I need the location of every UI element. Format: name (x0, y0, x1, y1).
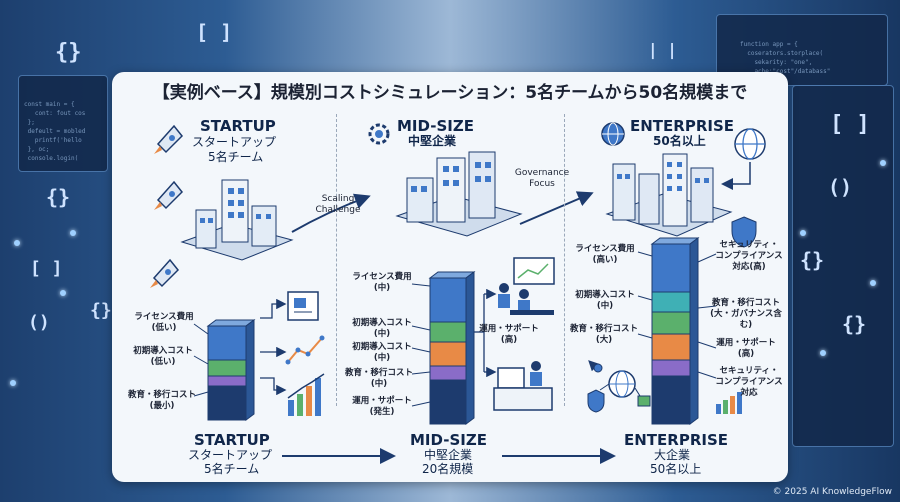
enterprise-label-license: ライセンス費用 (高い) (575, 244, 635, 265)
startup-heading: STARTUP (200, 117, 276, 135)
paren-icon: () (28, 312, 50, 333)
rocket-icon (154, 180, 184, 210)
startup-buildings-icon (180, 179, 294, 261)
midsize-label-support: 運用・サポート (発生) (352, 396, 412, 417)
network-node (10, 380, 16, 386)
globe-icon (601, 122, 625, 146)
enterprise-label-initial: 初期導入コスト (中) (575, 290, 635, 311)
network-node (14, 240, 20, 246)
network-node (800, 230, 806, 236)
midsize-buildings-icon (395, 151, 523, 237)
globe-icon (734, 128, 766, 160)
startup-label-initial: 初期導入コスト (低い) (133, 346, 193, 367)
shield-icon (731, 216, 757, 248)
enterprise-cost-stack (650, 237, 700, 425)
code-panel-right (792, 85, 894, 447)
midsize-label-initial-2: 初期導入コスト (中) (352, 342, 412, 363)
midsize-label-license: ライセンス費用 (中) (352, 272, 412, 293)
rocket-icon (154, 124, 184, 154)
gear-icon (368, 123, 390, 145)
bar-chart-icon (287, 373, 325, 416)
enterprise-heading: ENTERPRISE (630, 117, 735, 135)
bottom-startup-sub: スタートアップ (188, 448, 273, 462)
security-network-icon (587, 360, 651, 413)
brace-icon: {} (842, 312, 867, 336)
bottom-startup-team: 5名チーム (204, 462, 260, 476)
bg-code-left: const main = { cont: fout cos }; defeult… (24, 101, 86, 162)
bar-chart-icon (716, 392, 742, 414)
midsize-cost-stack (428, 271, 476, 425)
paren-icon: () (828, 175, 853, 199)
brace-icon: {} (46, 185, 71, 209)
bottom-enterprise-sub: 大企業 (654, 448, 691, 462)
enterprise-label-security: セキュリティ・ コンプライアンス 対応(高) (715, 240, 783, 272)
startup-label-training: 教育・移行コスト (最小) (127, 390, 196, 411)
startup-sub: スタートアップ (192, 135, 277, 149)
infographic-card: 【実例ベース】規模別コストシミュレーション：5名チームから50名規模まで STA… (112, 72, 788, 482)
enterprise-label-training-gov: 教育・移行コスト (大・ガバナンス含む) (710, 298, 782, 330)
bottom-enterprise-heading: ENTERPRISE (624, 431, 729, 449)
line-chart-icon (285, 335, 325, 365)
network-node (60, 290, 66, 296)
enterprise-label-training: 教育・移行コスト (大) (569, 324, 638, 345)
divider (336, 114, 337, 406)
page-title: 【実例ベース】規模別コストシミュレーション：5名チームから50名規模まで (152, 83, 748, 103)
bracket-icon: [ ] (830, 112, 870, 137)
bracket-icon: [ ] (30, 258, 63, 279)
book-icon (287, 291, 319, 321)
startup-team: 5名チーム (208, 150, 264, 164)
bottom-midsize-heading: MID-SIZE (410, 431, 487, 449)
brace-icon: {} (90, 300, 112, 321)
rocket-icon (150, 258, 180, 288)
enterprise-label-support: 運用・サポート (高) (716, 338, 776, 359)
bottom-enterprise-scale: 50名以上 (650, 462, 702, 476)
midsize-label-training: 教育・移行コスト (中) (344, 368, 413, 389)
copyright-text: © 2025 AI KnowledgeFlow (772, 487, 892, 497)
network-node (880, 160, 886, 166)
startup-cost-stack (206, 319, 256, 421)
midsize-label-initial: 初期導入コスト (中) (352, 318, 412, 339)
bottom-startup-heading: STARTUP (194, 431, 270, 449)
diagram-graphics (150, 122, 766, 464)
bottom-midsize-scale: 20名規模 (422, 462, 474, 476)
bottom-midsize-sub: 中堅企業 (424, 448, 473, 462)
midsize-heading: MID-SIZE (397, 117, 474, 135)
enterprise-sub: 50名以上 (653, 134, 706, 148)
divider (564, 114, 565, 406)
brace-icon: {} (800, 248, 825, 272)
enterprise-label-security-2: セキュリティ・ コンプライアンス 対応 (715, 366, 783, 398)
startup-label-license: ライセンス費用 (低い) (134, 312, 194, 333)
bracket-icon: | | (648, 40, 677, 59)
scaling-label: Scaling Challenge (315, 194, 361, 215)
bracket-icon: [ ] (196, 20, 233, 44)
enterprise-buildings-icon (605, 153, 733, 237)
code-panel-left (18, 75, 108, 172)
governance-label: Governance Focus (514, 168, 570, 189)
support-desk-icon (493, 361, 553, 411)
network-node (820, 350, 826, 356)
brace-icon: {} (55, 40, 82, 65)
midsize-sub: 中堅企業 (408, 134, 457, 148)
network-node (70, 230, 76, 236)
meeting-people-icon (498, 257, 555, 315)
midsize-label-support-high: 運用・サポート (高) (479, 324, 539, 345)
network-node (870, 280, 876, 286)
